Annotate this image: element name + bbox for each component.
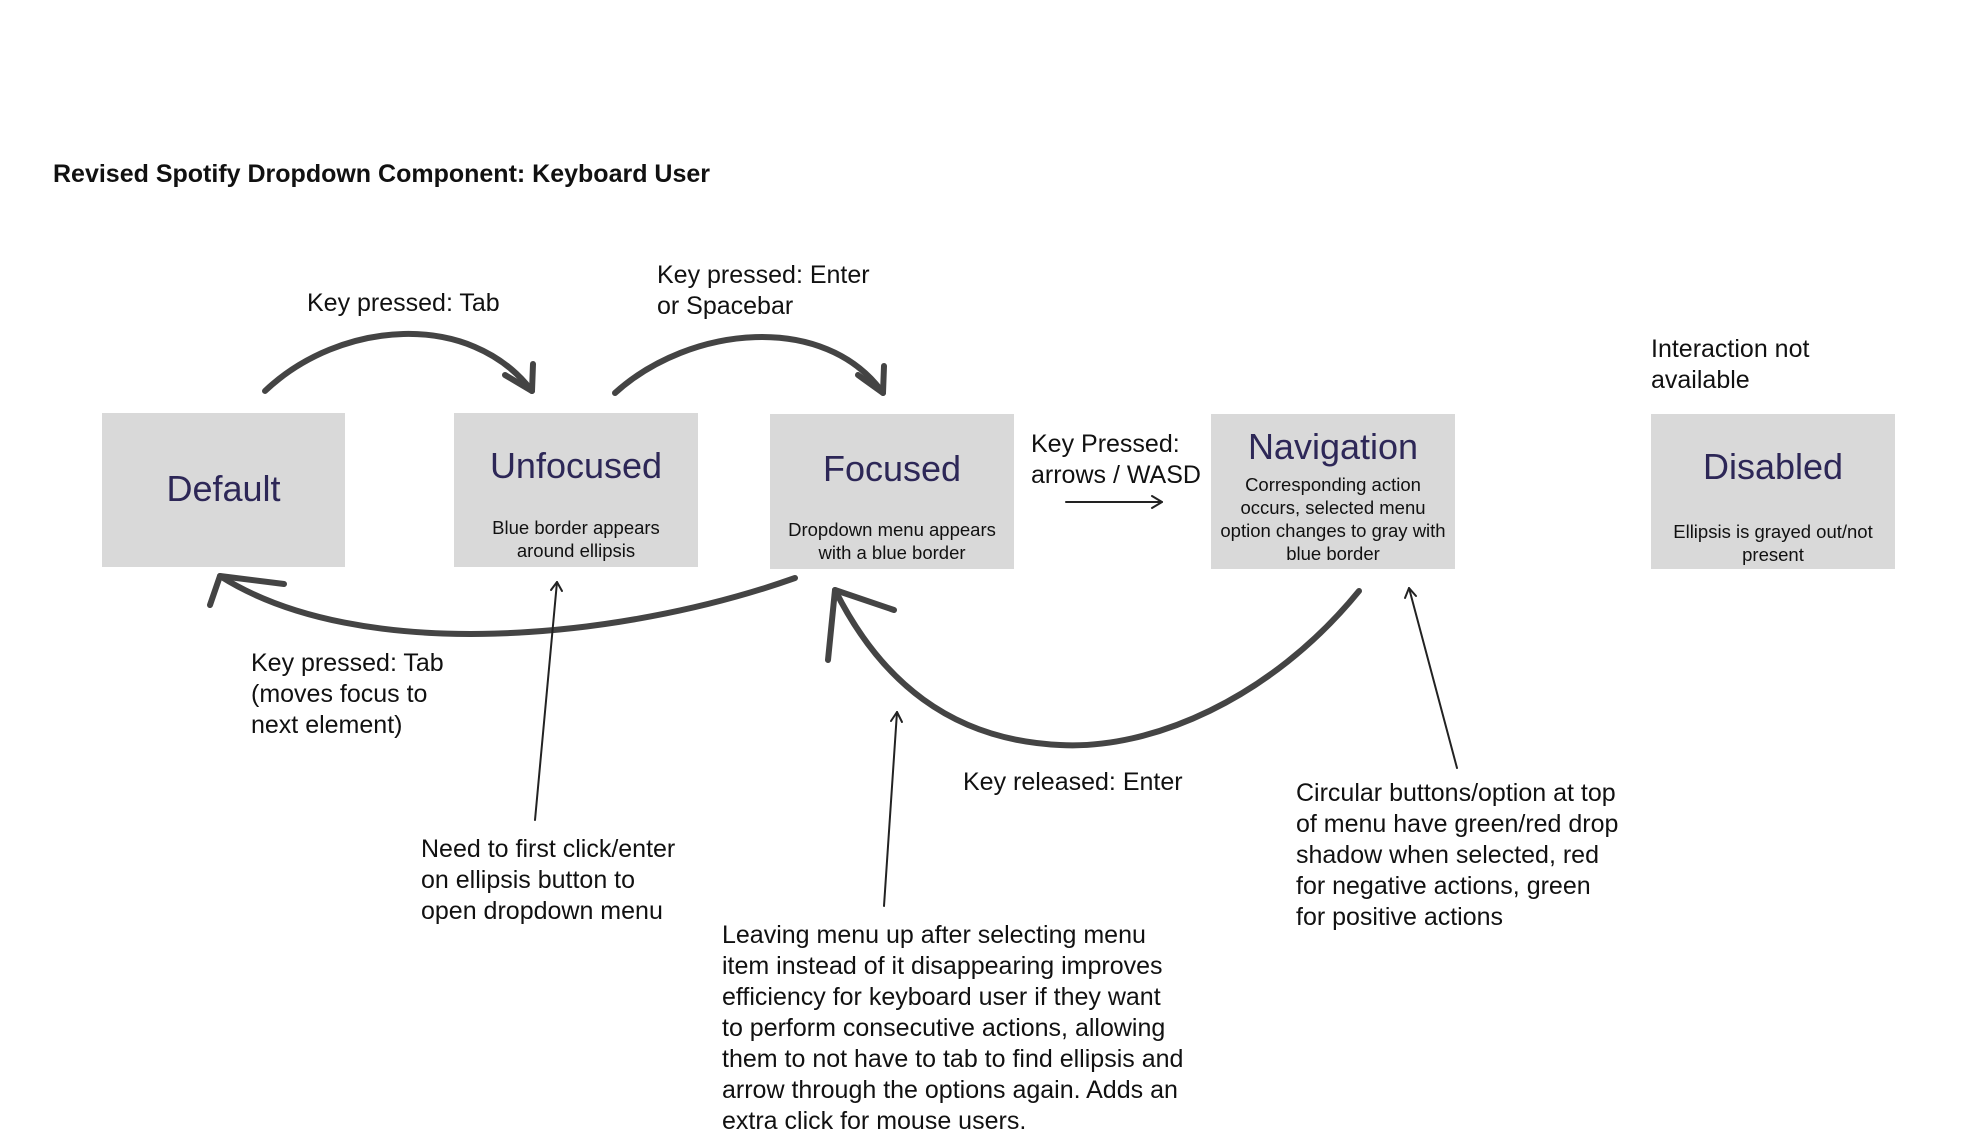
state-navigation: Navigation Corresponding action occurs, … <box>1211 414 1455 569</box>
state-disabled-desc: Ellipsis is grayed out/not present <box>1673 521 1873 565</box>
arrow-unfocused-to-focused-head <box>855 363 887 396</box>
pointer-leaving-menu-note-head <box>890 711 903 723</box>
arrow-focused-to-default <box>217 573 798 637</box>
pointer-ellipsis-note <box>534 581 558 821</box>
pointer-circular-buttons-note <box>1408 587 1458 769</box>
state-unfocused-name: Unfocused <box>489 445 663 486</box>
state-default: Default <box>102 413 345 567</box>
pointer-circular-buttons-note-head <box>1404 587 1417 599</box>
state-unfocused: Unfocused Blue border appears around ell… <box>454 413 698 567</box>
page-title: Revised Spotify Dropdown Component: Keyb… <box>53 160 711 188</box>
label-key-pressed-tab-next: Key pressed: Tab (moves focus to next el… <box>251 649 444 739</box>
arrow-default-to-unfocused <box>262 330 535 394</box>
label-key-pressed-enter-spacebar: Key pressed: Enter or Spacebar <box>657 261 870 320</box>
state-unfocused-desc: Blue border appears around ellipsis <box>492 517 660 561</box>
arrow-unfocused-to-focused <box>612 334 886 396</box>
arrow-focused-to-default-head <box>207 573 287 608</box>
note-circular-buttons: Circular buttons/option at top of menu h… <box>1296 779 1619 931</box>
label-key-pressed-tab: Key pressed: Tab <box>307 289 500 317</box>
arrow-default-to-unfocused-head <box>502 361 536 394</box>
note-ellipsis: Need to first click/enter on ellipsis bu… <box>421 835 676 925</box>
pointer-ellipsis-note-head <box>550 581 563 592</box>
arrow-focused-to-navigation-head <box>1151 495 1163 509</box>
pointer-leaving-menu-note <box>883 711 898 907</box>
label-interaction-not-available: Interaction not available <box>1651 335 1810 394</box>
state-default-name: Default <box>166 468 281 509</box>
arrow-navigation-to-focused-head <box>825 587 897 663</box>
state-focused-name: Focused <box>822 448 962 489</box>
state-disabled: Disabled Ellipsis is grayed out/not pres… <box>1651 414 1895 569</box>
label-key-released-enter: Key released: Enter <box>963 768 1183 796</box>
arrow-navigation-to-focused <box>832 587 1362 749</box>
label-key-pressed-arrows: Key Pressed: arrows / WASD <box>1031 430 1201 489</box>
state-focused: Focused Dropdown menu appears with a blu… <box>770 414 1014 569</box>
state-navigation-desc: Corresponding action occurs, selected me… <box>1220 474 1446 564</box>
state-navigation-name: Navigation <box>1247 426 1419 467</box>
state-focused-desc: Dropdown menu appears with a blue border <box>788 519 996 563</box>
state-disabled-name: Disabled <box>1702 446 1844 487</box>
